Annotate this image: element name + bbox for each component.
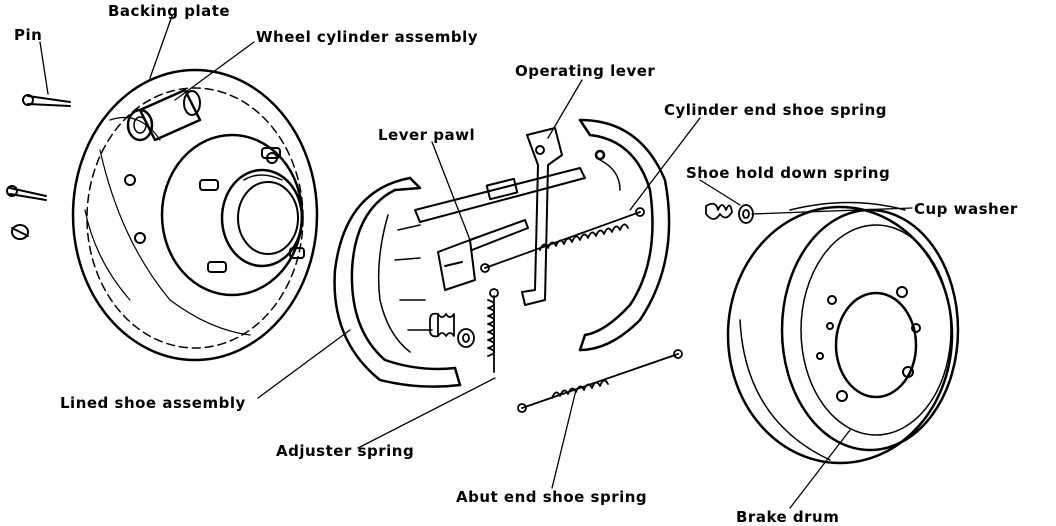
label-lined-shoe-assembly: Lined shoe assembly [60, 394, 246, 412]
adjuster-spring-part [487, 288, 499, 373]
cylinder-end-shoe-spring [480, 207, 645, 273]
backing-plate [71, 68, 319, 362]
pins [6, 94, 71, 240]
label-brake-drum: Brake drum [736, 508, 840, 526]
operating-lever [521, 127, 563, 306]
label-pin: Pin [14, 26, 43, 44]
label-abut-end-shoe-spring: Abut end shoe spring [456, 488, 648, 506]
drum-bolt-holes [816, 286, 921, 402]
label-cup-washer: Cup washer [914, 200, 1018, 218]
abut-end-shoe-spring [517, 349, 683, 413]
label-cylinder-end-shoe-spring: Cylinder end shoe spring [664, 101, 888, 119]
hub [160, 133, 305, 297]
label-wheel-cylinder-assembly: Wheel cylinder assembly [256, 28, 479, 46]
right-shoe [578, 118, 671, 352]
wheel-cylinder [126, 88, 202, 142]
hold-down-spring-right [705, 202, 754, 224]
label-backing-plate: Backing plate [108, 2, 231, 20]
label-operating-lever: Operating lever [515, 62, 656, 80]
wheel-studs [199, 147, 305, 273]
brake-drum [726, 201, 960, 465]
label-adjuster-spring: Adjuster spring [276, 442, 415, 460]
lined-shoe [333, 176, 462, 388]
label-shoe-hold-down-spring: Shoe hold down spring [686, 164, 891, 182]
lever-pawl [437, 219, 529, 291]
leader-lines [39, 15, 913, 509]
hold-down-spring-left [429, 312, 475, 348]
label-lever-pawl: Lever pawl [378, 126, 476, 144]
adjuster-strut [414, 167, 586, 223]
